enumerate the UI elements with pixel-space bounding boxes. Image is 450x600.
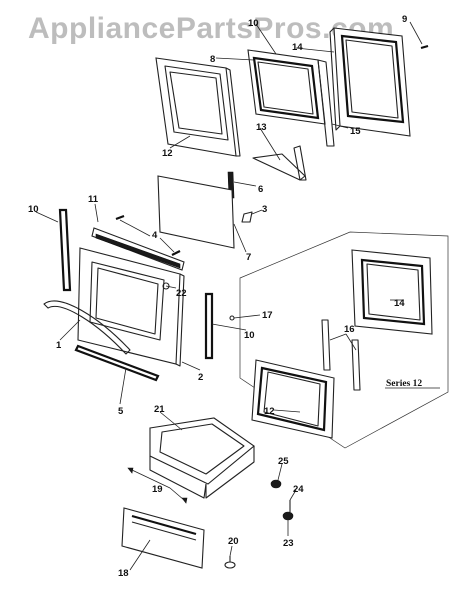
callout-23: 23 — [283, 538, 294, 549]
callout-6: 6 — [258, 184, 263, 195]
part-18-drawer-front — [121, 507, 205, 569]
callout-17: 17 — [262, 310, 273, 321]
callout-24: 24 — [293, 484, 304, 495]
callout-19: 19 — [152, 484, 163, 495]
part-8-door-frame — [247, 49, 326, 125]
part-4-screws — [115, 214, 181, 256]
callout-12-series: 12 — [264, 406, 275, 417]
callout-8: 8 — [210, 54, 215, 65]
part-10-left-rod — [58, 208, 72, 292]
part-12-series-door-panel — [251, 359, 335, 439]
callout-18: 18 — [118, 568, 129, 579]
callout-7: 7 — [246, 252, 251, 263]
part-9-screw — [420, 44, 429, 50]
part-7-glass-panel — [157, 175, 235, 249]
callout-11: 11 — [88, 194, 99, 205]
callout-9: 9 — [402, 14, 407, 25]
series-12-box — [239, 231, 449, 449]
part-22-screw — [162, 282, 170, 290]
series-label: Series 12 — [386, 379, 422, 389]
callout-14-top: 14 — [292, 42, 303, 53]
callout-1: 1 — [56, 340, 62, 351]
part-14-series-door-frame — [351, 249, 433, 335]
callout-25: 25 — [278, 456, 289, 467]
callout-14-series: 14 — [394, 298, 405, 309]
part-24-23-leveler — [282, 500, 294, 521]
callout-2: 2 — [198, 372, 203, 383]
callout-22: 22 — [176, 288, 187, 299]
callout-10-left: 10 — [28, 204, 39, 215]
part-1-handle — [43, 300, 131, 355]
callout-10-middle: 10 — [244, 330, 255, 341]
callout-3: 3 — [262, 204, 267, 215]
callout-20: 20 — [228, 536, 239, 547]
callout-21: 21 — [154, 404, 165, 415]
part-3-clip — [241, 211, 253, 223]
leader-lines — [35, 21, 440, 571]
callout-15: 15 — [350, 126, 361, 137]
part-16-strips — [321, 319, 361, 391]
part-13-strip — [252, 145, 307, 181]
part-14-outer-door-frame — [329, 27, 411, 137]
part-2-oven-door — [77, 247, 185, 367]
part-15-side-trim — [317, 59, 335, 147]
callout-10-top: 10 — [248, 18, 259, 29]
watermark-text: AppliancePartsPros.com — [28, 12, 394, 45]
part-12-inner-door-panel — [155, 57, 241, 157]
part-20-foot — [224, 556, 236, 569]
part-11-hinge-bar — [91, 227, 185, 271]
callout-12-top: 12 — [162, 148, 173, 159]
callout-5: 5 — [118, 406, 124, 417]
callout-16: 16 — [344, 324, 355, 335]
callout-13: 13 — [256, 122, 267, 133]
part-5-trim-strip — [74, 344, 160, 382]
part-17-fastener — [229, 315, 235, 321]
part-25-knob — [270, 479, 282, 489]
callout-4: 4 — [152, 230, 158, 241]
part-21-drawer — [149, 417, 255, 499]
part-10-middle-rod — [204, 292, 214, 360]
